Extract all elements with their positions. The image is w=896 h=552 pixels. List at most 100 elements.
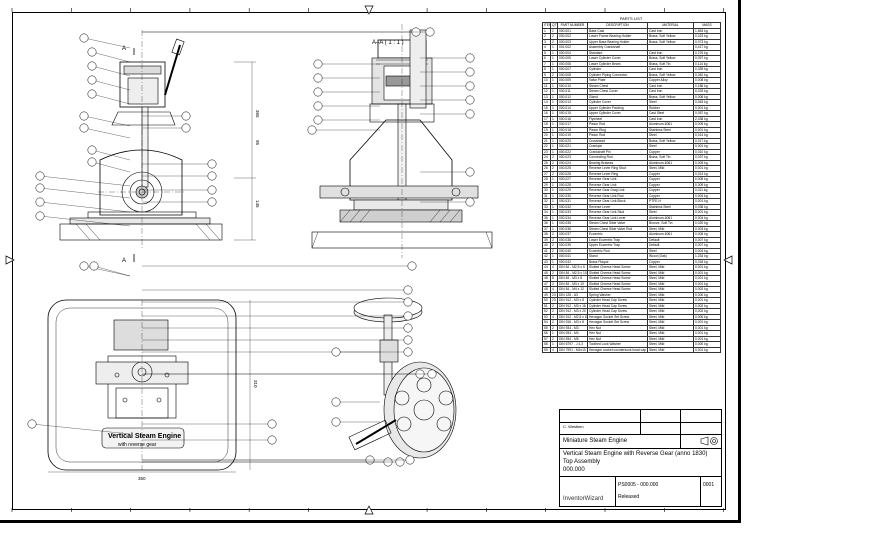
parts-cell: 0,001 kg — [693, 269, 721, 276]
parts-cell: DIN 84 - M3 x 10 — [557, 280, 588, 287]
column-header: QTY — [550, 22, 558, 29]
parts-cell: 0,000 kg — [693, 341, 721, 348]
parts-cell: 0,008 kg — [693, 77, 721, 84]
balloon-callout — [420, 67, 475, 77]
parts-cell: 0,062 kg — [693, 71, 721, 78]
parts-list: PARTS LIST ITEM QTY PART NUMBER DESCRIPT… — [542, 16, 721, 353]
plate-text-line2: with reverse gear — [118, 442, 157, 448]
parts-cell: 4 — [550, 346, 558, 353]
balloon-callout — [142, 27, 435, 37]
parts-cell: 0,002 kg — [693, 302, 721, 309]
parts-cell: DIN 84 - M2,5 x 6 — [557, 264, 588, 271]
balloon-callout — [35, 197, 131, 213]
balloon-callout — [142, 455, 415, 465]
parts-cell: 0,001 kg — [693, 280, 721, 287]
dimension-text: 350 — [138, 476, 146, 481]
parts-cell: 0,001 kg — [693, 297, 721, 304]
parts-cell: 0,339 kg — [693, 66, 721, 73]
balloon-callout — [142, 335, 413, 345]
dimension-text: 310 — [253, 380, 258, 388]
balloon-callout — [87, 89, 131, 105]
parts-cell: Steel, Mild — [647, 346, 694, 353]
balloon-callout — [142, 185, 217, 195]
column-header: MASS — [693, 22, 721, 29]
isometric-view — [348, 297, 457, 459]
balloon-callout — [87, 145, 131, 161]
balloon-callout — [142, 111, 191, 121]
balloon-callout — [79, 123, 131, 139]
parts-table: ITEM QTY PART NUMBER DESCRIPTION MATERIA… — [542, 22, 721, 353]
parts-cell: DIN 912 - M3 x 16 — [557, 302, 588, 309]
cut-label-top: A — [122, 46, 126, 52]
inventorwizard-logo: InventorWizard — [563, 496, 604, 502]
balloon-callout — [87, 75, 131, 91]
balloon-callout — [420, 95, 475, 105]
parts-cell: 0,063 kg — [693, 99, 721, 106]
balloon-callout — [142, 285, 413, 295]
balloon-callout — [142, 311, 413, 321]
balloon-callout — [331, 347, 380, 357]
balloon-callout — [89, 261, 131, 277]
parts-cell: 0,018 kg — [693, 258, 721, 265]
part-balloons — [27, 27, 475, 467]
parts-cell: DIN 6797 - J 4,3 — [557, 341, 588, 348]
balloon-callout — [142, 435, 277, 445]
projection-symbol-icon — [700, 436, 718, 446]
balloon-callout — [87, 157, 131, 173]
parts-cell: 0,114 kg — [693, 60, 721, 67]
parts-cell: 0,001 kg — [693, 335, 721, 342]
balloon-callout — [142, 323, 413, 333]
balloon-callout — [313, 59, 380, 69]
parts-cell: 0,001 kg — [693, 346, 721, 353]
parts-cell: 0,186 kg — [693, 82, 721, 89]
balloon-callout — [27, 419, 131, 435]
parts-cell: DIN 912 - M3 x 8 — [557, 297, 588, 304]
drawing-number: PS0005 - 000.000 — [618, 482, 659, 488]
balloon-callout — [313, 115, 380, 125]
parts-cell: 0,001 kg — [693, 324, 721, 331]
technical-drawing: A–A ( 1 : 1 ) A A Vertical Steam Engine … — [5, 5, 733, 515]
balloon-callout — [142, 419, 277, 429]
section-label: A–A ( 1 : 1 ) — [372, 40, 404, 46]
project-name: Miniature Steam Engine — [563, 438, 628, 444]
parts-cell: DIN 912 - M3 x 20 — [557, 308, 588, 315]
balloon-callout — [420, 197, 475, 207]
parts-cell: DIN 916 - M3 x 8 — [557, 319, 588, 326]
drawn-by: C. Westken — [563, 424, 584, 429]
balloon-callout — [142, 261, 417, 271]
top-view — [47, 299, 251, 473]
parts-cell: 1,234 kg — [693, 253, 721, 260]
parts-cell: 0,000 kg — [693, 291, 721, 298]
balloon-callout — [87, 61, 131, 77]
dimension-text: 145 — [255, 200, 260, 208]
balloon-callout — [420, 109, 475, 119]
parts-cell: 59 — [542, 346, 551, 353]
parts-cell: 0,000 kg — [693, 313, 721, 320]
parts-list-title: PARTS LIST — [619, 16, 643, 21]
balloon-callout — [142, 197, 217, 207]
parts-cell: 0,009 kg — [693, 121, 721, 128]
parts-cell: 2,438 kg — [693, 115, 721, 122]
